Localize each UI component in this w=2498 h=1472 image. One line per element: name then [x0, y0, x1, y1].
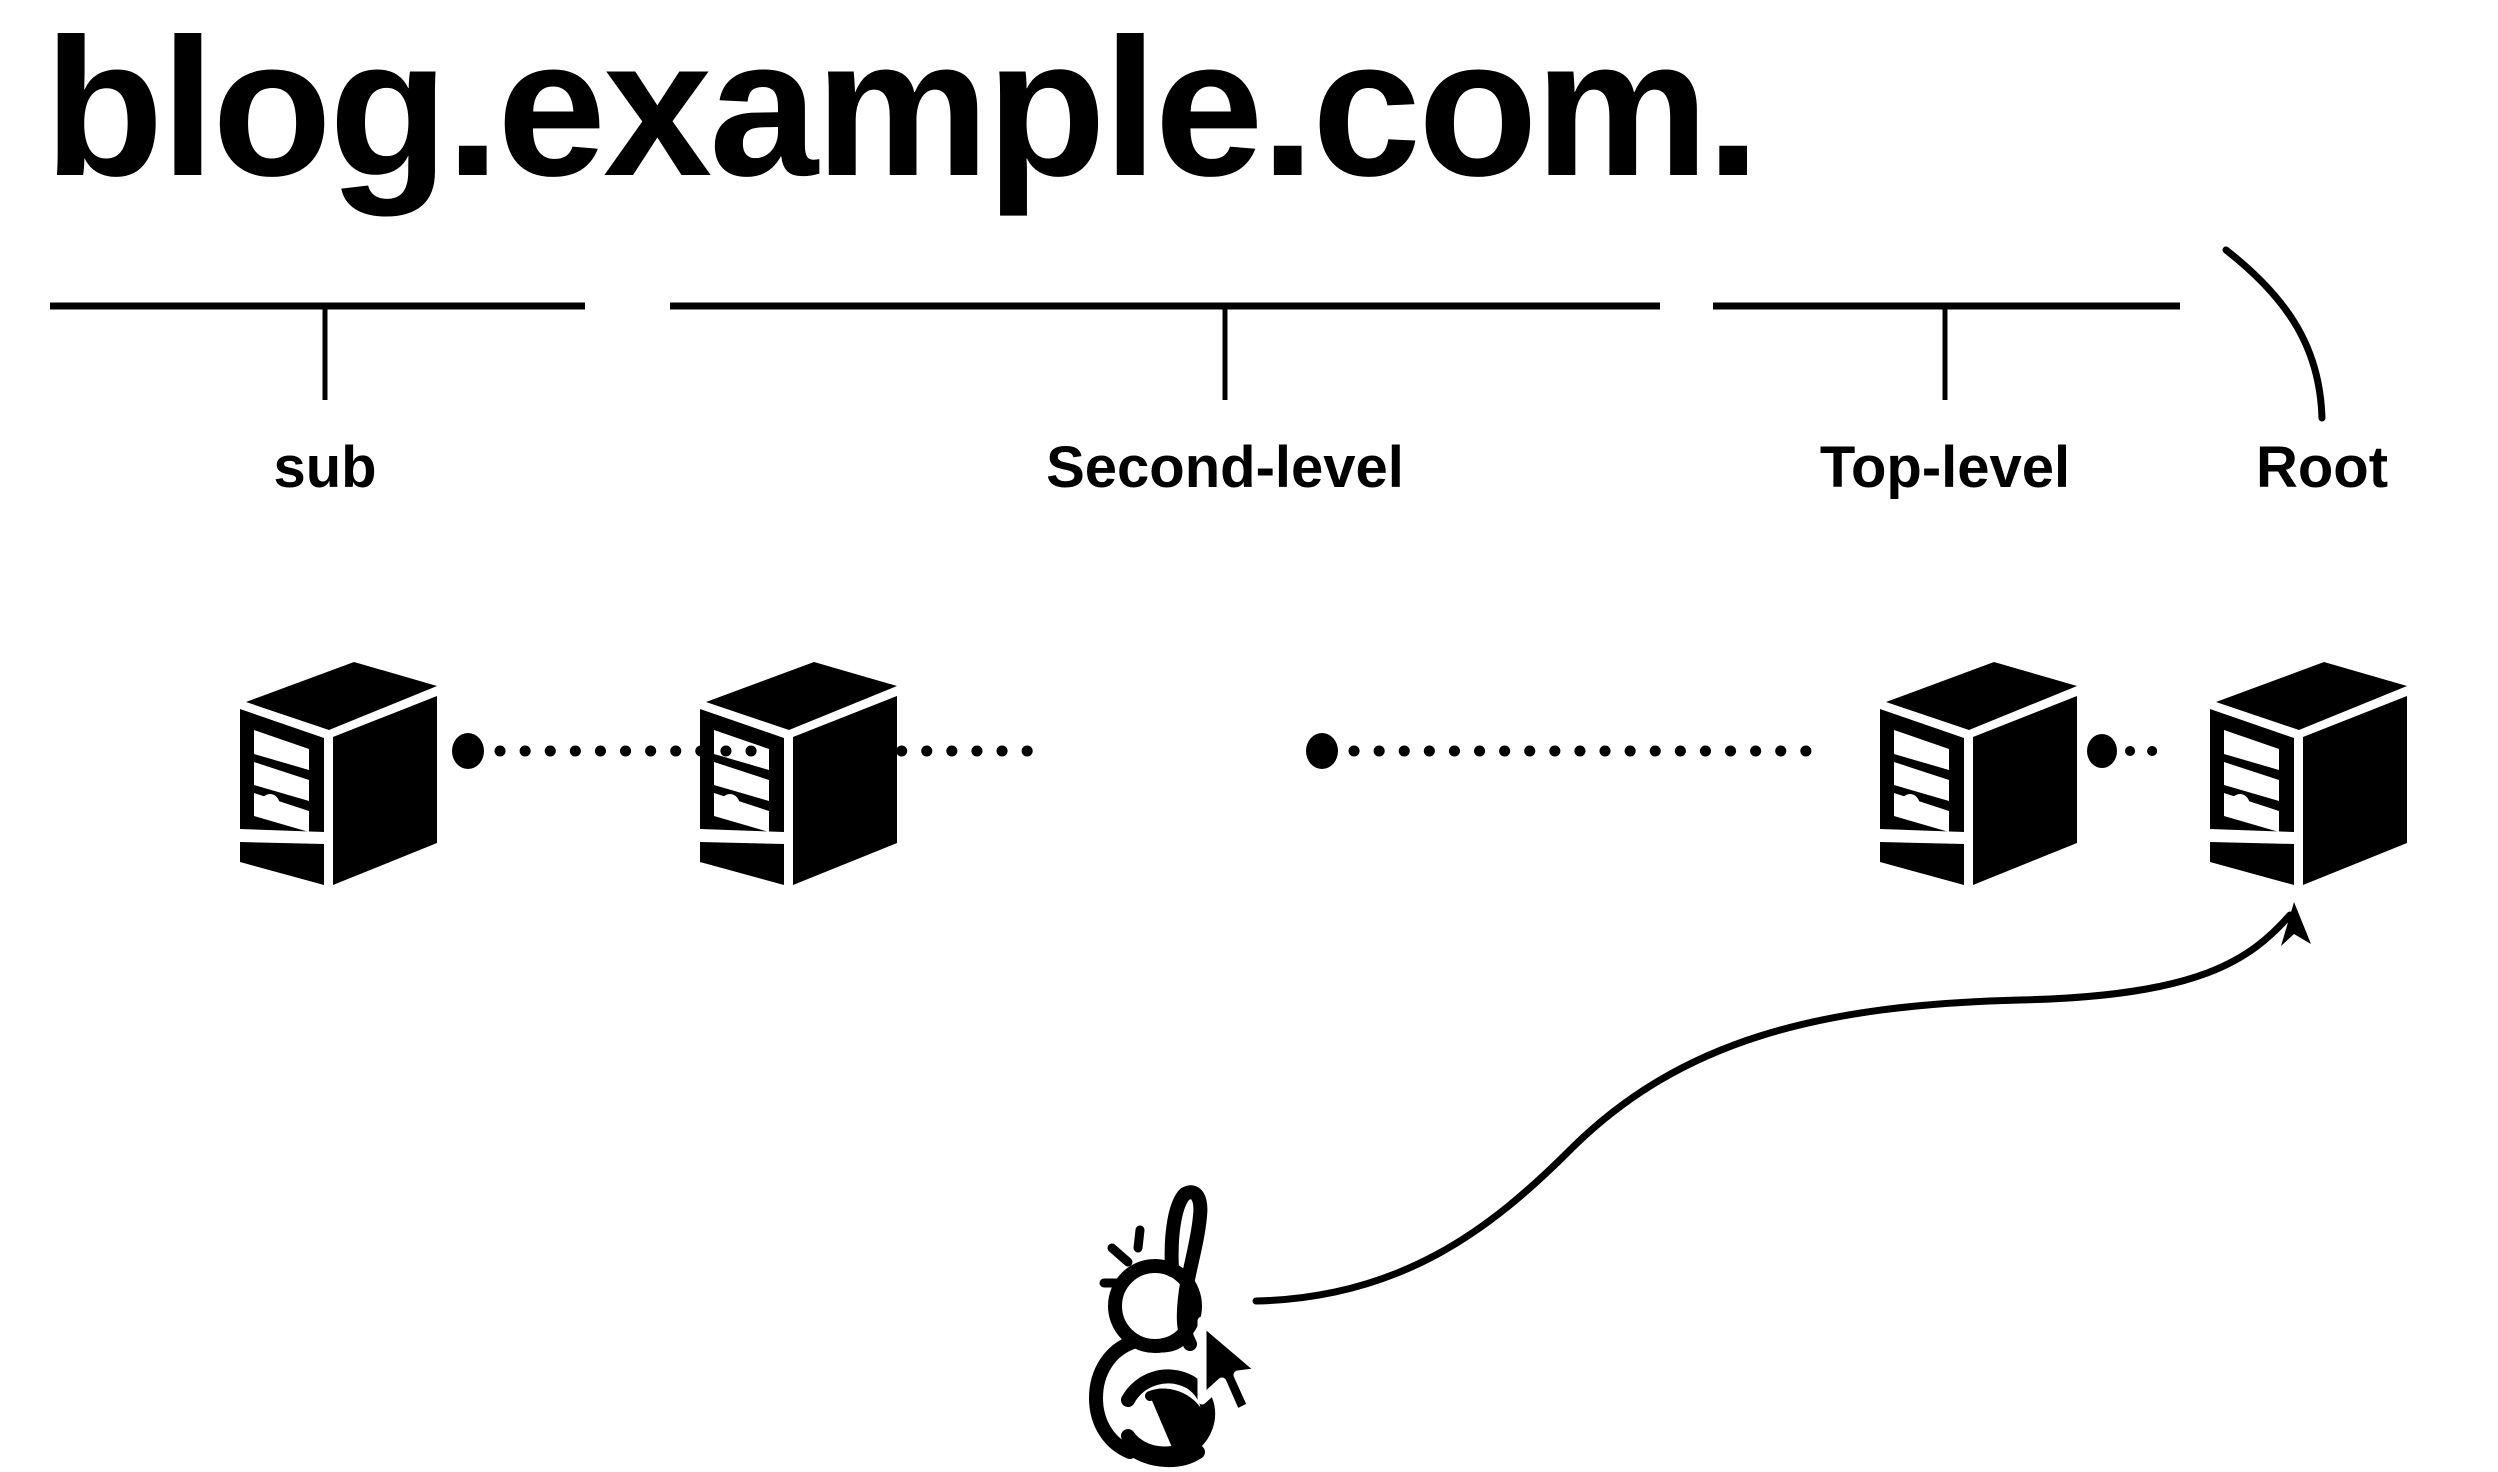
zone-label-top-level: Top-level — [1819, 435, 2071, 500]
bracket-top-level — [1713, 302, 2180, 400]
bracket-sub — [50, 302, 585, 400]
zone-label-second-level: Second-level — [1046, 435, 1404, 500]
page-title: blog.example.com. — [44, 0, 1760, 217]
zone-label-root: Root — [2255, 435, 2389, 500]
query-arrow — [1252, 902, 2311, 1305]
zone-label-sub: sub — [273, 435, 377, 500]
delegation-link-second-level-to-top-level — [1306, 733, 1836, 769]
server-icon-root — [2210, 662, 2407, 885]
thinking-person-figure — [1088, 1185, 1216, 1468]
root-dot-leader-curve — [2222, 246, 2326, 422]
server-icon-sub — [240, 662, 437, 885]
delegation-link-sub-to-second-level — [452, 733, 1051, 769]
bracket-second-level — [670, 302, 1660, 400]
server-icon-second-level — [700, 662, 897, 885]
mouse-cursor[interactable] — [1197, 1316, 1267, 1419]
delegation-link-top-level-to-root — [2087, 734, 2177, 768]
server-icon-top-level — [1880, 662, 2077, 885]
